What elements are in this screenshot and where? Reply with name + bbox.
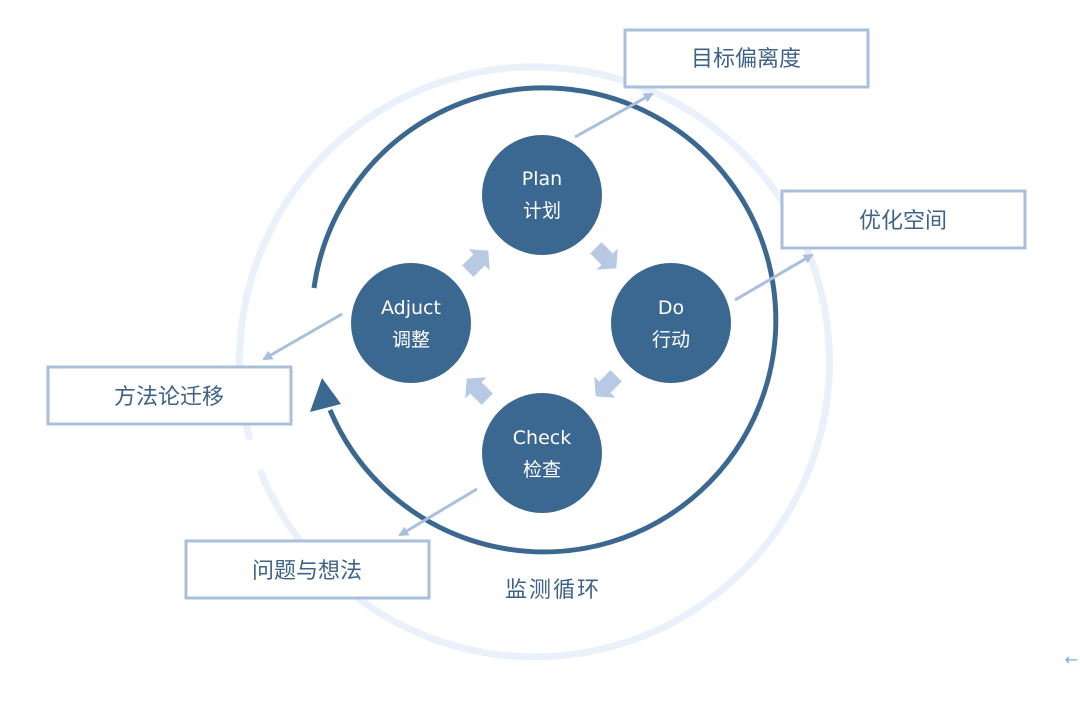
node-plan-zh: 计划	[523, 200, 561, 222]
output-box-problems-ideas: 问题与想法	[184, 539, 431, 600]
cycle-arrowhead-icon	[310, 378, 341, 412]
output-label-methodology-transfer: 方法论迁移	[114, 385, 224, 410]
cycle-label: 监测循环	[505, 578, 601, 603]
node-do-en: Do	[658, 297, 684, 319]
outer-ring	[236, 63, 833, 661]
flow-arrow-check-to-adjust-icon	[465, 377, 493, 405]
output-box-optimization-space: 优化空间	[780, 189, 1027, 250]
output-box-methodology-transfer: 方法论迁移	[46, 365, 293, 426]
node-do: Do 行动	[611, 263, 731, 383]
connector-adjust	[262, 312, 343, 361]
back-arrow-icon[interactable]: ←	[1064, 650, 1078, 669]
output-label-optimization-space: 优化空间	[859, 209, 947, 234]
node-adjust: Adjuct 调整	[351, 263, 471, 383]
output-label-goal-deviation: 目标偏离度	[691, 47, 801, 72]
node-adjust-en: Adjuct	[381, 297, 441, 319]
node-check: Check 检查	[482, 393, 602, 513]
node-do-zh: 行动	[652, 329, 690, 351]
node-adjust-zh: 调整	[392, 329, 430, 351]
flow-arrow-adjust-to-plan-icon	[462, 249, 490, 277]
node-plan-en: Plan	[522, 168, 562, 190]
output-box-goal-deviation: 目标偏离度	[623, 28, 870, 89]
connector-plan	[574, 92, 654, 139]
flow-arrow-plan-to-do-icon	[590, 242, 618, 270]
node-check-en: Check	[513, 427, 571, 449]
connector-do	[734, 253, 814, 302]
connector-check	[398, 487, 478, 537]
output-label-problems-ideas: 问题与想法	[252, 559, 362, 584]
flow-arrow-do-to-check-icon	[594, 370, 622, 398]
node-check-zh: 检查	[523, 459, 561, 481]
monitoring-cycle-ring	[311, 85, 779, 555]
node-plan: Plan 计划	[482, 135, 602, 255]
